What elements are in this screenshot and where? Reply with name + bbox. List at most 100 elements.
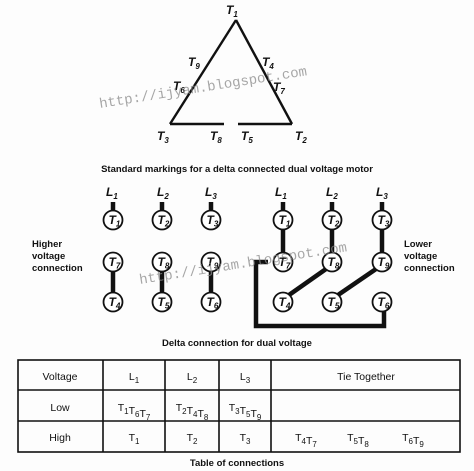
high-label: High (49, 432, 71, 444)
line-labels: L1 L2 L3 L1 L2 L3 (106, 185, 388, 201)
higher-terminal-t5-label: T5 (158, 295, 170, 311)
higher-label-line3: connection (32, 263, 83, 274)
higher-label-line1: Higher (32, 239, 62, 250)
low-label: Low (50, 402, 70, 414)
lower-terminal-t3-ring (371, 209, 393, 231)
lower-label-line1: Lower (404, 239, 432, 250)
lower-label-line3: connection (404, 263, 455, 274)
low-l2-terminals: T2T4T8 (176, 402, 209, 422)
line-label-l1-low: L1 (275, 185, 287, 201)
header-l2: L2 (187, 371, 198, 385)
table-low-row: Low T1T6T7 T2T4T8 T3T5T9 (50, 402, 261, 422)
lower-terminal-t5-ring (321, 291, 343, 313)
table-high-row: High T1 T2 T3 T4T7 T5T8 T6T9 (49, 432, 424, 449)
higher-terminal-t8: T8 (151, 251, 173, 273)
lower-terminal-t1-label: T1 (279, 213, 291, 229)
higher-terminal-t6: T6 (200, 291, 222, 313)
delta-label-t8: T8 (210, 129, 222, 145)
line-label-l3-high: L3 (205, 185, 217, 201)
line-label-l1-high: L1 (106, 185, 118, 201)
table-border (17, 359, 461, 453)
lower-loop-wire (253, 259, 387, 329)
higher-terminal-t1-label: T1 (109, 213, 121, 229)
delta-terminal-labels: T1 T9 T4 T6 T7 T3 T8 T5 T2 (157, 3, 307, 145)
higher-terminal-t2: T2 (151, 209, 173, 231)
higher-terminal-t8-label: T8 (158, 255, 170, 271)
delta-label-t7: T7 (273, 80, 285, 96)
delta-label-t4: T4 (262, 55, 274, 71)
delta-label-t6: T6 (173, 79, 185, 95)
low-diag-t8-t4 (287, 267, 328, 297)
lower-terminal-t4-label: T4 (279, 295, 291, 311)
lower-terminal-t5-label: T5 (328, 295, 340, 311)
lower-terminal-t8-label: T8 (328, 255, 340, 271)
higher-terminal-t1: T1 (102, 209, 124, 231)
higher-terminal-t2-ring (151, 209, 173, 231)
delta-left-side (168, 19, 238, 125)
header-tie-together: Tie Together (337, 371, 395, 383)
delta-markings-caption: Standard markings for a delta connected … (101, 164, 373, 175)
lower-terminal-t3: T3 (371, 209, 393, 231)
high-tie-group-2: T5T8 (347, 432, 369, 449)
lower-terminal-t9: T9 (371, 251, 393, 273)
delta-label-t1: T1 (226, 3, 238, 19)
lower-terminal-t2-label: T2 (328, 213, 340, 229)
delta-label-t3: T3 (157, 129, 169, 145)
higher-terminal-t9: T9 (200, 251, 222, 273)
lower-terminal-t9-label: T9 (378, 255, 390, 271)
higher-terminal-t1-ring (102, 209, 124, 231)
header-l3: L3 (240, 371, 251, 385)
high-tie-group-3: T6T9 (402, 432, 424, 449)
higher-terminal-t5: T5 (151, 291, 173, 313)
higher-terminal-t4-ring (102, 291, 124, 313)
lower-terminal-t7: T7 (272, 251, 294, 273)
higher-terminal-t7-ring (102, 251, 124, 273)
lower-terminal-t2-ring (321, 209, 343, 231)
low-l1-terminals: T1T6T7 (118, 402, 151, 422)
line-label-l2-high: L2 (157, 185, 169, 201)
higher-terminal-t3-ring (200, 209, 222, 231)
header-l1: L1 (129, 371, 140, 385)
delta-label-t5: T5 (241, 129, 253, 145)
higher-terminal-t9-ring (200, 251, 222, 273)
high-l1-terminals: T1 (129, 432, 140, 446)
table-caption: Table of connections (190, 458, 284, 469)
delta-label-t9: T9 (188, 55, 200, 71)
higher-terminal-t8-ring (151, 251, 173, 273)
table-header-row: Voltage L1 L2 L3 Tie Together (42, 371, 395, 385)
higher-terminal-t7-label: T7 (109, 255, 121, 271)
lower-terminal-t4: T4 (272, 291, 294, 313)
higher-label-line2: voltage (32, 251, 65, 262)
lower-terminal-t8: T8 (321, 251, 343, 273)
connections-table (17, 359, 461, 453)
delta-label-t2: T2 (295, 129, 307, 145)
delta-right-side (234, 19, 294, 125)
lower-delta-loop (253, 259, 387, 329)
low-diag-t9-t5 (336, 267, 378, 297)
lower-terminal-t7-label: T7 (279, 255, 291, 271)
higher-terminal-t3-label: T3 (207, 213, 219, 229)
higher-terminal-t7: T7 (102, 251, 124, 273)
high-l3-terminals: T3 (240, 432, 251, 446)
high-tie-group-1: T4T7 (295, 432, 317, 449)
higher-terminal-t4-label: T4 (109, 295, 121, 311)
higher-voltage-label: Higher voltage connection (32, 239, 83, 274)
lower-terminal-t6-label: T6 (378, 295, 390, 311)
line-label-l2-low: L2 (326, 185, 338, 201)
delta-triangle (168, 19, 294, 126)
delta-connection-caption: Delta connection for dual voltage (162, 338, 312, 349)
lower-terminal-t8-ring (321, 251, 343, 273)
line-label-l3-low: L3 (376, 185, 388, 201)
higher-terminal-t2-label: T2 (158, 213, 170, 229)
lower-terminal-t4-ring (272, 291, 294, 313)
lower-terminal-t1: T1 (272, 209, 294, 231)
lower-label-line2: voltage (404, 251, 437, 262)
lower-terminal-t9-ring (371, 251, 393, 273)
higher-terminal-t6-label: T6 (207, 295, 219, 311)
lower-terminal-t1-ring (272, 209, 294, 231)
higher-terminal-t5-ring (151, 291, 173, 313)
high-l2-terminals: T2 (187, 432, 198, 446)
higher-terminal-t9-label: T9 (207, 255, 219, 271)
higher-terminal-t3: T3 (200, 209, 222, 231)
